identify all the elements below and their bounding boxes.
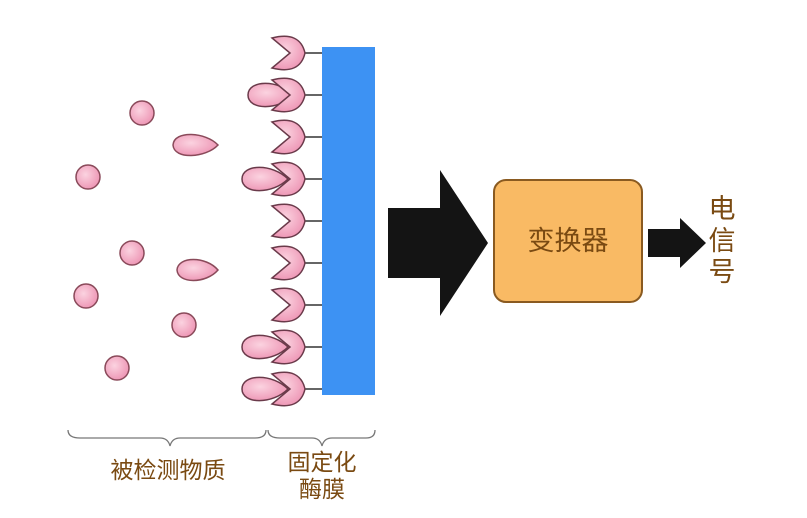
bound-substrate [241, 334, 290, 360]
enzyme-bound [247, 77, 322, 113]
analyte-brace [67, 429, 267, 447]
enzyme [270, 287, 322, 323]
membrane [322, 47, 375, 395]
enzyme-receptor [270, 329, 306, 365]
enzyme-layer [241, 35, 322, 407]
analyte-molecule [129, 100, 155, 126]
membrane-label-line1: 固定化 [288, 450, 357, 476]
analyte-molecule [104, 355, 130, 381]
enzyme-receptor [270, 161, 306, 197]
analyte-molecule [73, 283, 99, 309]
analyte-molecules [73, 100, 220, 381]
bound-substrate [241, 376, 290, 402]
enzyme-receptor [270, 245, 306, 281]
membrane-label-line2: 酶膜 [299, 477, 345, 503]
enzyme-receptor [270, 287, 306, 323]
analyte-drop [176, 258, 219, 282]
analyte-molecule [171, 312, 197, 338]
signal-label-char: 信 [709, 226, 736, 257]
enzyme [270, 245, 322, 281]
enzyme [270, 35, 322, 71]
enzyme-receptor [270, 371, 306, 407]
enzyme-receptor [270, 119, 306, 155]
analyte-molecule [119, 240, 145, 266]
enzyme-receptor [270, 203, 306, 239]
transducer-box [493, 179, 643, 303]
enzyme-bound [241, 329, 322, 365]
membrane-brace [267, 429, 376, 447]
analyte-drop [172, 133, 220, 157]
large-arrow [388, 170, 488, 316]
signal-arrow [648, 218, 706, 268]
signal-label-char: 电 [709, 194, 736, 225]
enzyme [270, 203, 322, 239]
enzyme-receptor [270, 77, 306, 113]
bound-substrate [241, 166, 290, 192]
enzyme-bound [241, 161, 322, 197]
transducer-label: 变换器 [528, 226, 609, 257]
signal-label-char: 号 [709, 257, 736, 288]
enzyme [270, 119, 322, 155]
enzyme-bound [241, 371, 322, 407]
analyte-molecule [75, 164, 101, 190]
enzyme-receptor [270, 35, 306, 71]
analyte-label: 被检测物质 [111, 458, 226, 484]
